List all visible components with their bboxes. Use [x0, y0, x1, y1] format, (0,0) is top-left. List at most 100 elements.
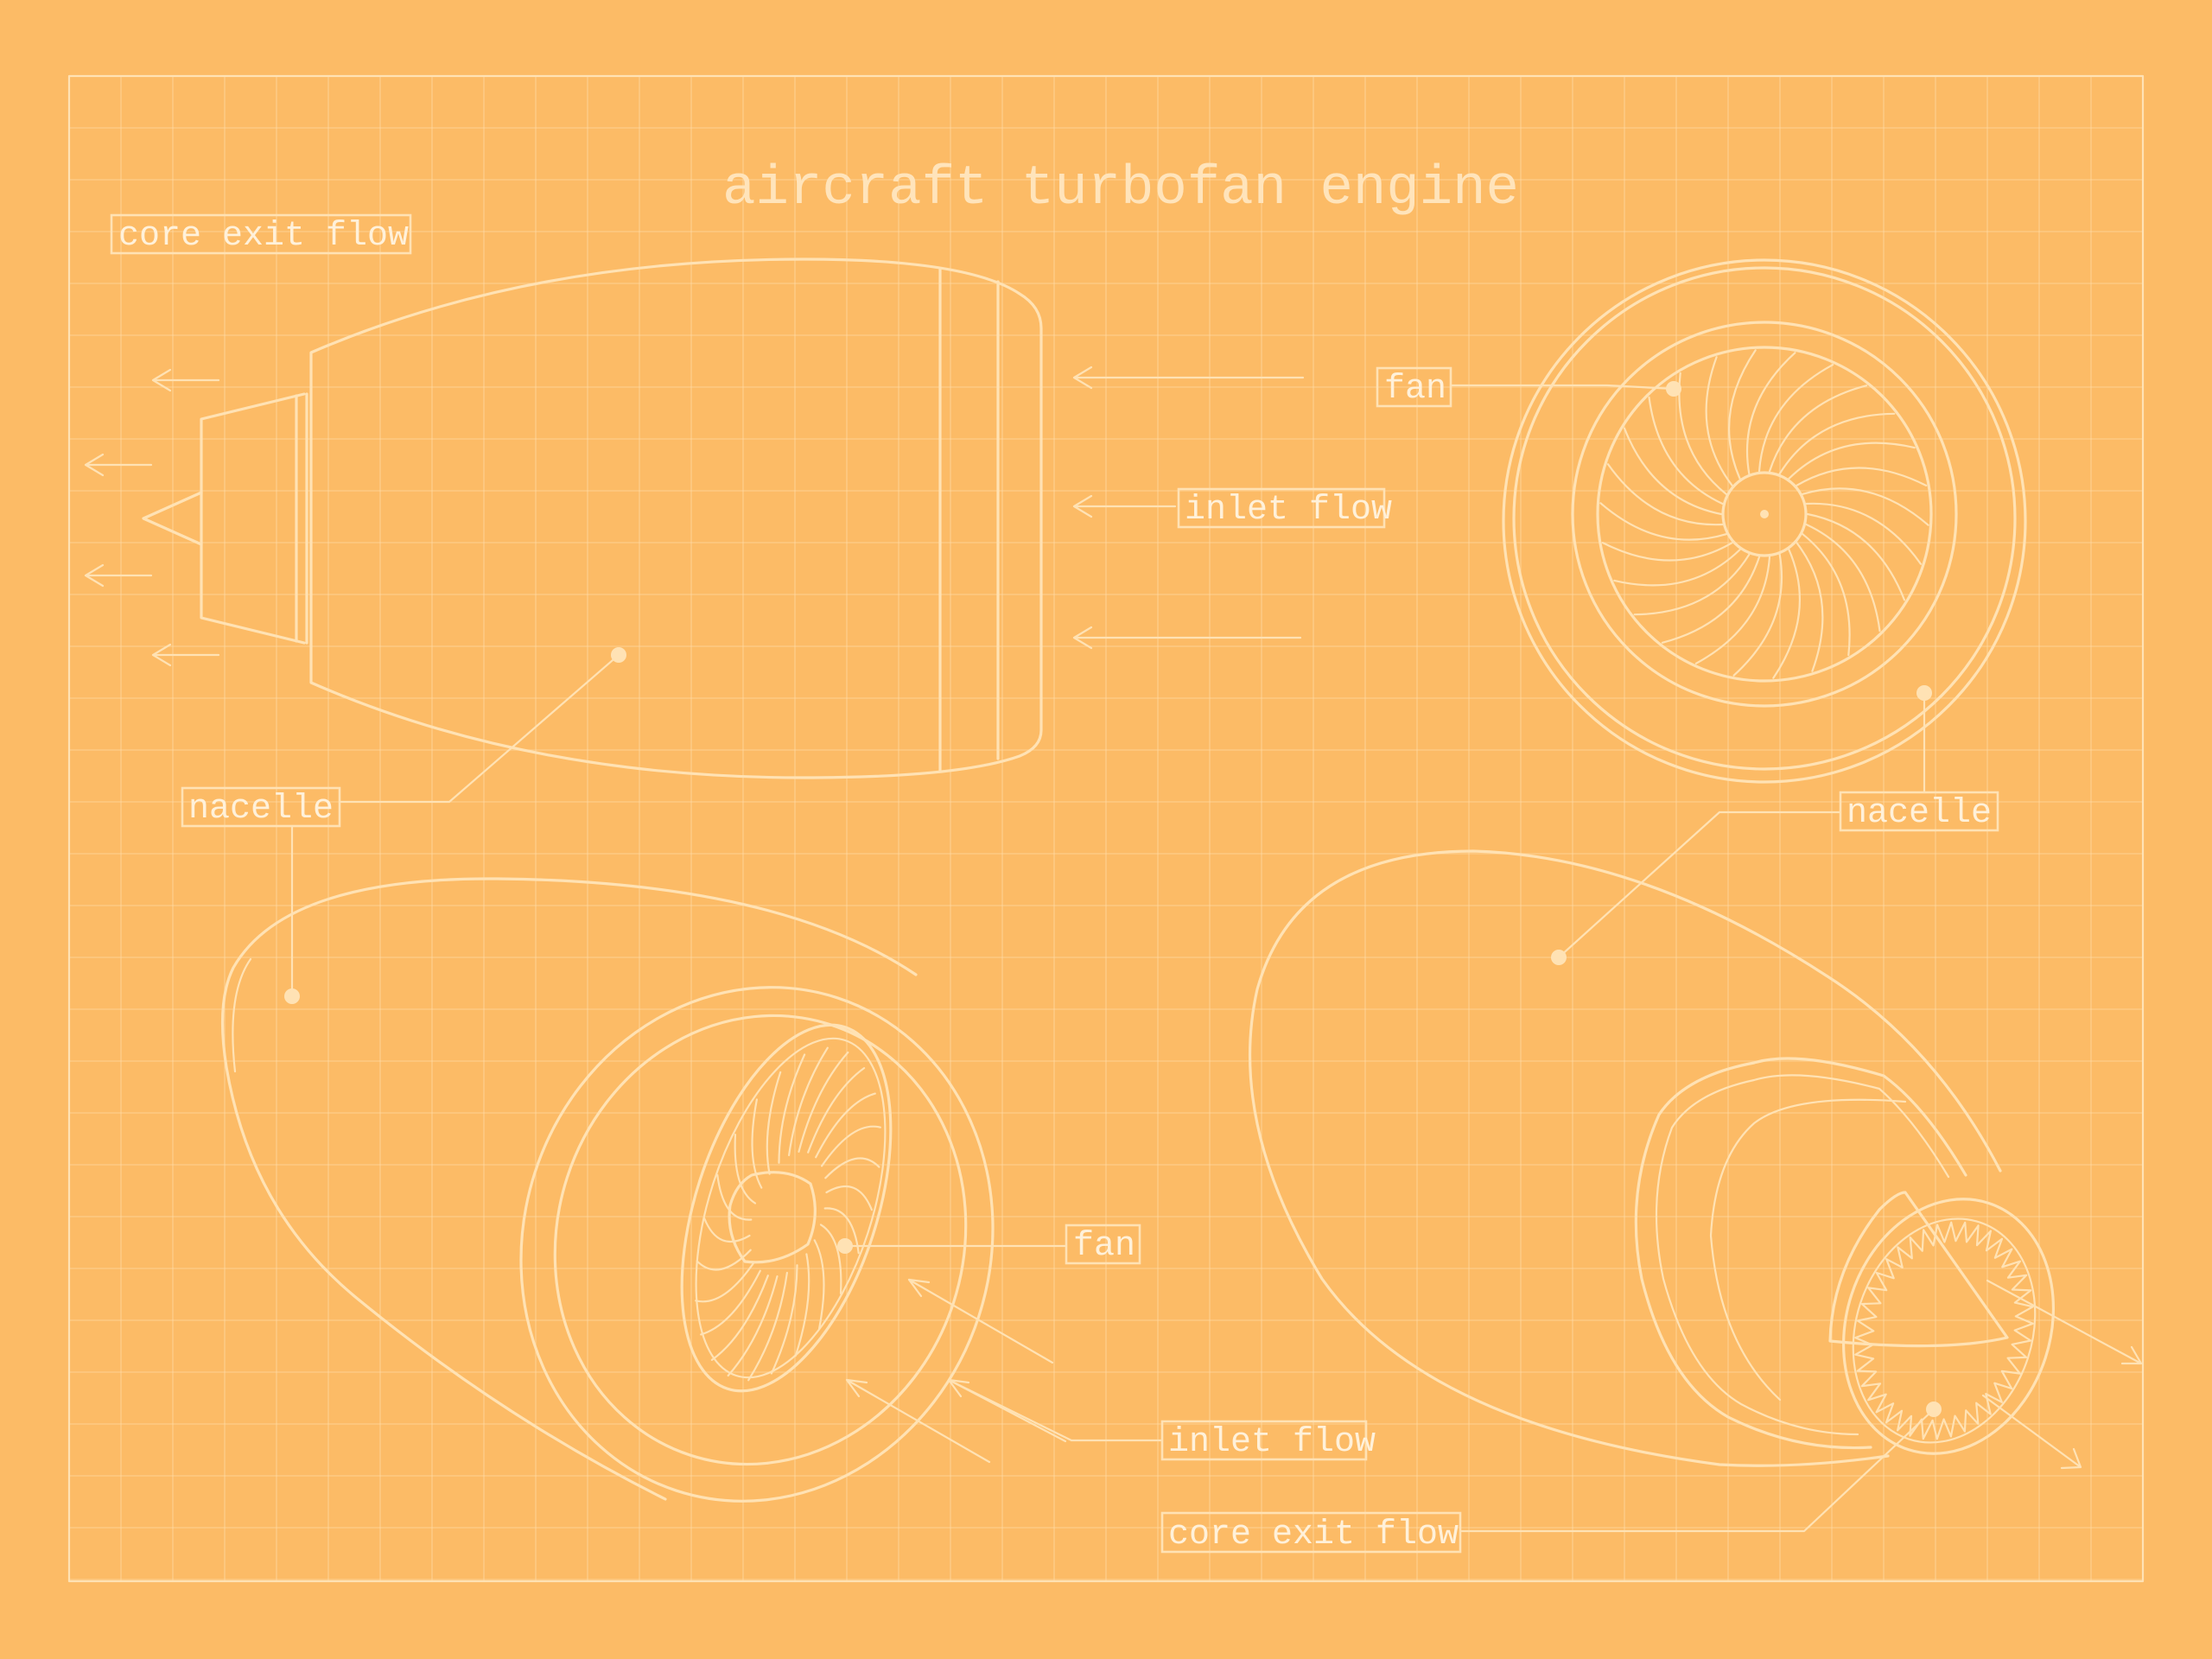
- fan-blade: [710, 1274, 769, 1361]
- fan-blade: [1601, 542, 1733, 562]
- iso-front-engine: [220, 824, 1164, 1503]
- svg-text:core exit flow: core exit flow: [118, 217, 409, 256]
- fan-blade: [823, 1207, 860, 1255]
- fan-blade: [825, 1185, 873, 1211]
- iso-rear-bypass-inner: [1709, 1098, 1907, 1402]
- fan-blade: [751, 1098, 763, 1189]
- iso-front-lip-inner: [553, 1014, 968, 1466]
- fan-blade: [1648, 396, 1724, 505]
- fan-blade: [1705, 356, 1733, 486]
- side-view-engine: [84, 257, 1305, 804]
- iso-rear-tail-cone: [1828, 1191, 2009, 1348]
- fan-blade: [1796, 542, 1824, 672]
- label-fan-front: fan: [1376, 366, 1452, 409]
- iso-inlet-leader: [952, 1381, 1164, 1442]
- fan-blade: [1772, 549, 1802, 679]
- front-spinner-center: [1760, 510, 1769, 518]
- fan-blade: [794, 1253, 810, 1357]
- fan-blade: [1727, 349, 1757, 480]
- side-inlet-arrows: [1072, 365, 1305, 650]
- fan-blade: [1805, 523, 1881, 632]
- label-core-exit-flow-top: core exit flow: [110, 213, 412, 256]
- fan-blade: [1661, 556, 1761, 644]
- iso-rear-nacelle-leader: [1557, 810, 1842, 959]
- side-nacelle-leader: [338, 653, 620, 804]
- iso-rear-bypass-ring: [1655, 1074, 1950, 1436]
- iso-rear-core-nozzle: [1841, 1198, 2056, 1455]
- fan-blade: [747, 1271, 788, 1382]
- fan-blade: [798, 1051, 849, 1153]
- front-spinner: [1721, 471, 1808, 557]
- fan-blade: [1613, 549, 1741, 587]
- iso-rear-exit-arrows: [1981, 1279, 2143, 1470]
- fan-blade: [1806, 512, 1906, 601]
- fan-blade: [1788, 442, 1916, 480]
- iso-front-nacelle-body: [220, 877, 918, 1501]
- svg-text:nacelle: nacelle: [1847, 794, 1992, 833]
- fan-blade: [1778, 412, 1896, 475]
- fan-blade: [1796, 467, 1928, 486]
- front-fan-case: [1571, 321, 1958, 708]
- svg-text:inlet flow: inlet flow: [1168, 1423, 1376, 1462]
- fan-blade: [1768, 385, 1868, 473]
- fan-blade: [696, 1249, 752, 1271]
- label-fan-iso: fan: [1065, 1224, 1141, 1266]
- fan-blade: [1678, 372, 1727, 495]
- label-nacelle-left: nacelle: [181, 786, 341, 829]
- fan-blade: [1633, 553, 1751, 616]
- fan-blade: [727, 1275, 779, 1377]
- diagram-title: aircraft turbofan engine: [722, 158, 1519, 220]
- front-fan-leader: [1449, 384, 1675, 391]
- front-fan-blades: [1599, 349, 1929, 679]
- fan-blade: [1732, 553, 1783, 677]
- fan-blade: [819, 1224, 842, 1294]
- iso-front-lip-outer: [519, 986, 995, 1503]
- fan-blade: [1694, 556, 1771, 664]
- grid: [68, 75, 2144, 1581]
- fan-blade: [807, 1067, 866, 1154]
- fan-blade: [703, 1217, 751, 1243]
- fan-blade: [821, 1125, 881, 1167]
- front-nacelle-inner: [1512, 266, 2017, 771]
- fan-blade: [1758, 364, 1834, 473]
- iso-rear-core-leader: [1459, 1408, 1936, 1533]
- iso-rear-nacelle-body: [1249, 849, 2002, 1467]
- side-nacelle-body: [309, 257, 1043, 779]
- svg-text:inlet flow: inlet flow: [1185, 491, 1392, 530]
- fan-blade: [1599, 502, 1727, 541]
- side-exit-arrows: [84, 368, 220, 667]
- iso-front-spinner: [728, 1171, 817, 1264]
- svg-text:fan: fan: [1073, 1227, 1135, 1266]
- fan-blade: [1606, 463, 1724, 526]
- fan-blade: [1802, 533, 1851, 657]
- front-nacelle-outer: [1502, 258, 2027, 784]
- iso-rear-core-ring: [1852, 1217, 2037, 1444]
- svg-text:nacelle: nacelle: [188, 790, 334, 829]
- fan-blade: [824, 1157, 880, 1179]
- fan-blade: [813, 1239, 825, 1330]
- fan-blade: [734, 1134, 757, 1205]
- label-nacelle-right: nacelle: [1839, 791, 1999, 833]
- turbine-blade-ring: [1854, 1221, 2034, 1440]
- label-core-exit-flow-bottom: core exit flow: [1160, 1511, 1462, 1554]
- iso-rear-turbine-blades: [1854, 1221, 2034, 1440]
- iso-front-fan-case: [680, 1023, 893, 1393]
- svg-text:fan: fan: [1384, 370, 1446, 409]
- fan-blade: [815, 1092, 876, 1159]
- fan-blade: [1745, 352, 1796, 475]
- front-view-engine: [1449, 258, 2027, 794]
- drawing-frame: [67, 74, 2145, 1583]
- iso-front-fan-rim: [695, 1037, 887, 1379]
- fan-blade: [788, 1046, 829, 1157]
- fan-blade: [1802, 487, 1929, 526]
- iso-front-nacelle-edge: [232, 957, 252, 1073]
- side-tail-cone: [142, 491, 203, 546]
- label-inlet-flow-iso: inlet flow: [1160, 1420, 1376, 1462]
- iso-front-fan-blades: [695, 1046, 881, 1382]
- iso-rear-bypass-outer: [1634, 1057, 1967, 1450]
- label-inlet-flow-side: inlet flow: [1177, 487, 1392, 530]
- fan-blade: [770, 1264, 798, 1375]
- svg-text:core exit flow: core exit flow: [1168, 1516, 1459, 1554]
